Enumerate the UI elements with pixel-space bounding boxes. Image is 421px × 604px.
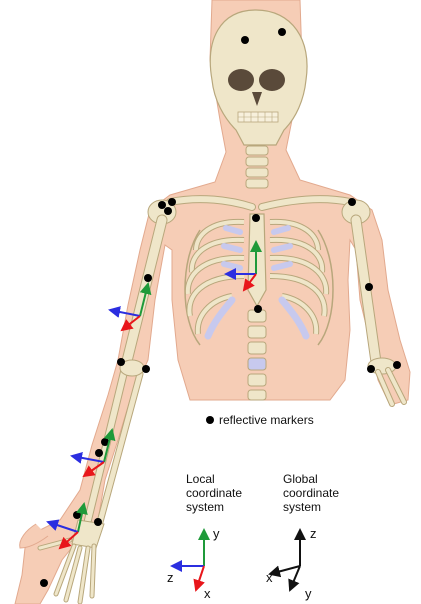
marker-elbow-a — [117, 358, 125, 366]
local-x-label: x — [204, 586, 211, 601]
left-arm-bones — [40, 220, 162, 602]
marker-shoulder-right — [348, 198, 356, 206]
global-z-label: z — [310, 526, 317, 541]
marker-shoulder-c — [164, 207, 172, 215]
marker-wrist-a — [73, 511, 81, 519]
marker-forearm-b — [95, 449, 103, 457]
marker-elbow-b — [142, 365, 150, 373]
marker-sternum-top — [252, 214, 260, 222]
global-y-label: y — [305, 586, 312, 601]
marker-head-top — [241, 36, 249, 44]
marker-finger — [40, 579, 48, 587]
local-frame-title: Local coordinate system — [186, 472, 242, 514]
reflective-markers-label: reflective markers — [219, 413, 314, 427]
marker-wrist-b — [94, 518, 102, 526]
marker-shoulder-a — [158, 201, 166, 209]
marker-head-right — [278, 28, 286, 36]
legend-marker-dot — [206, 416, 214, 424]
global-x-label: x — [266, 570, 273, 585]
local-y-label: y — [213, 526, 220, 541]
marker-upper-arm — [144, 274, 152, 282]
marker-right-arm — [365, 283, 373, 291]
global-axes-legend — [270, 530, 300, 590]
local-axes-legend — [172, 530, 204, 590]
global-frame-title: Global coordinate system — [283, 472, 339, 514]
marker-shoulder-b — [168, 198, 176, 206]
marker-sternum-low — [254, 305, 262, 313]
marker-right-elbow-a — [367, 365, 375, 373]
local-z-label: z — [167, 570, 174, 585]
marker-right-elbow-b — [393, 361, 401, 369]
